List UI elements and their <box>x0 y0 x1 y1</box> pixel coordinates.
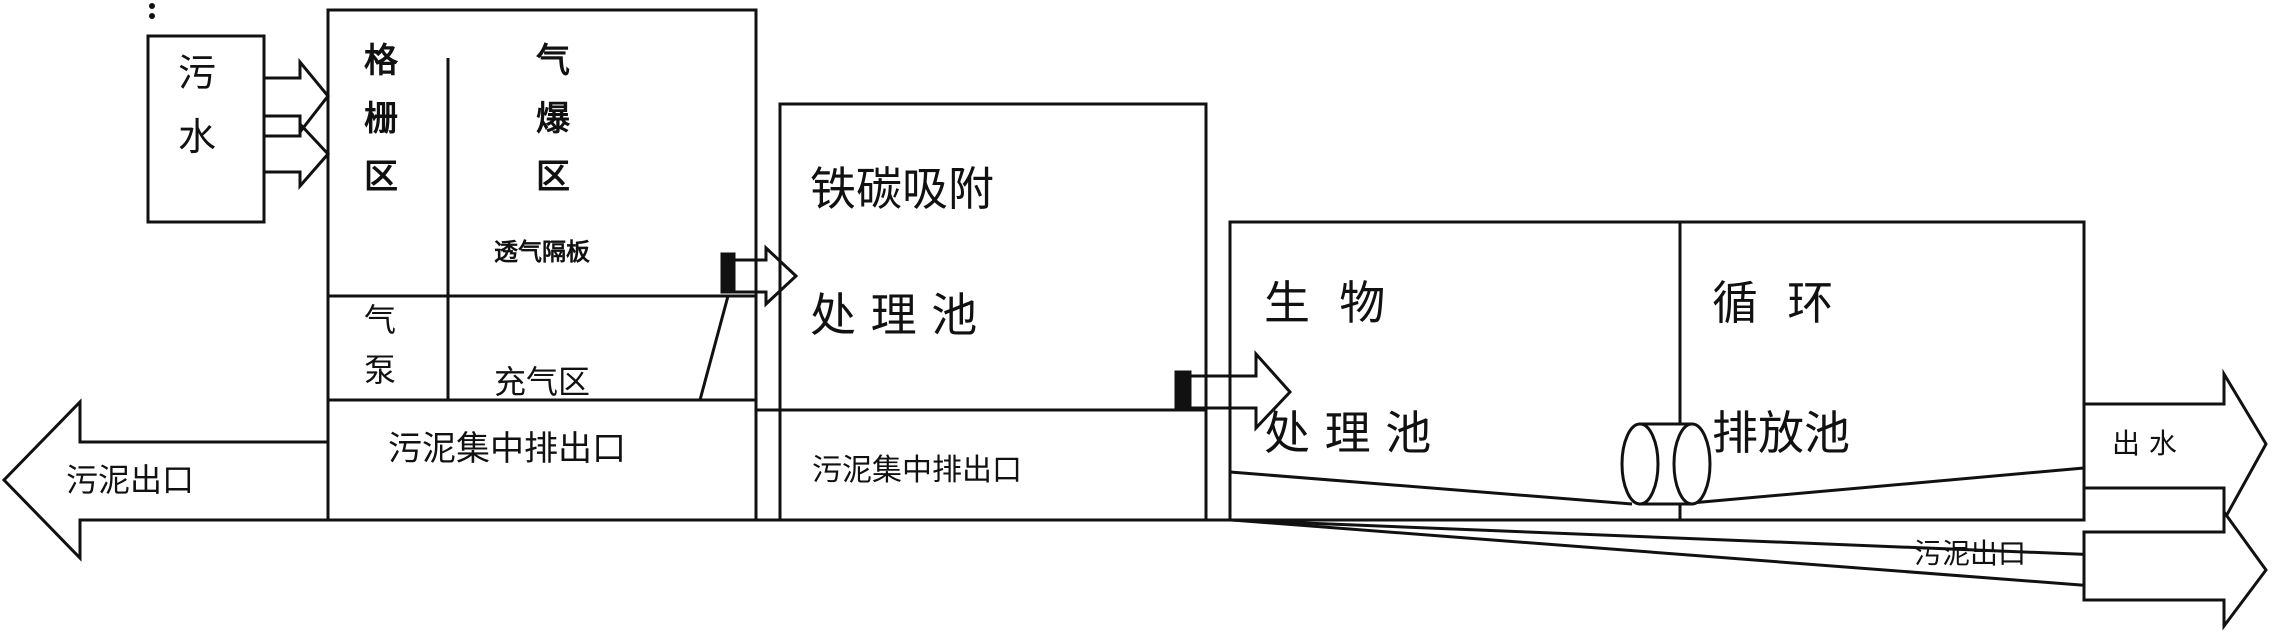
iron-carbon-label-line1: 铁碳吸附 <box>810 162 994 216</box>
bio-label-line1: 生 物 <box>1264 276 1386 330</box>
sewage-inlet-arrow <box>262 57 330 137</box>
sludge-outlet-left-label: 污泥出口 <box>66 461 195 499</box>
pump-pipe <box>698 295 730 401</box>
sludge-outlet-left-arrow <box>1 398 330 562</box>
bio-circulation-tank <box>1228 220 2086 522</box>
corner-mark-2 <box>149 13 155 19</box>
grid-zone-label: 格 栅 区 <box>364 44 398 194</box>
transfer-valve-2 <box>1174 370 1192 412</box>
grid-zone-char-2: 栅 <box>364 99 398 139</box>
circ-label-line1: 循 环 <box>1712 276 1834 330</box>
permeable-plate-label: 透气隔板 <box>494 237 590 266</box>
air-pump-char-2: 泵 <box>364 351 397 389</box>
grid-zone-char-3: 区 <box>364 157 398 197</box>
corner-mark-1 <box>149 3 155 9</box>
sludge-outlet-right-arrow <box>2082 507 2268 631</box>
pipe-connector-right <box>1672 422 1712 506</box>
bio-label-line2: 处 理 池 <box>1264 406 1432 460</box>
aeration-zone-char-2: 爆 <box>536 99 570 139</box>
sludge-collection-label-2: 污泥集中排出口 <box>812 453 1022 488</box>
transfer-arrow-2 <box>1188 350 1293 432</box>
aeration-zone-char-3: 区 <box>536 157 570 197</box>
bio-bottom-slope <box>1229 470 1633 506</box>
grid-aeration-tank <box>326 8 758 522</box>
sewage-char-1: 污 <box>178 51 217 95</box>
circ-label-line2: 排放池 <box>1712 406 1850 460</box>
air-pump-char-1: 气 <box>364 301 397 339</box>
circ-bottom-slope <box>1679 466 2085 506</box>
sludge-outlet-right-label: 污泥出口 <box>1914 537 2027 570</box>
sewage-label: 污 水 <box>178 54 216 156</box>
sewage-inlet-arrow-2 <box>262 120 331 190</box>
aeration-zone-char-1: 气 <box>536 41 570 81</box>
sludge-channel-bottom <box>756 518 2225 598</box>
grid-zone-char-1: 格 <box>364 41 398 81</box>
pipe-connector-left <box>1620 422 1660 506</box>
aeration-zone-label: 气 爆 区 <box>536 44 570 194</box>
sludge-collection-label-1: 污泥集中排出口 <box>388 429 626 469</box>
inflation-zone-label: 充气区 <box>494 363 591 401</box>
sewage-inlet-box <box>146 34 266 224</box>
iron-carbon-label-line2: 处 理 池 <box>810 288 978 342</box>
water-out-label: 出 水 <box>2112 427 2177 460</box>
water-out-arrow <box>2082 368 2268 521</box>
transfer-valve-1 <box>720 252 736 294</box>
sewage-char-2: 水 <box>178 115 217 159</box>
air-pump-label: 气 泵 <box>364 304 396 386</box>
sludge-channel-top <box>1229 518 2225 562</box>
